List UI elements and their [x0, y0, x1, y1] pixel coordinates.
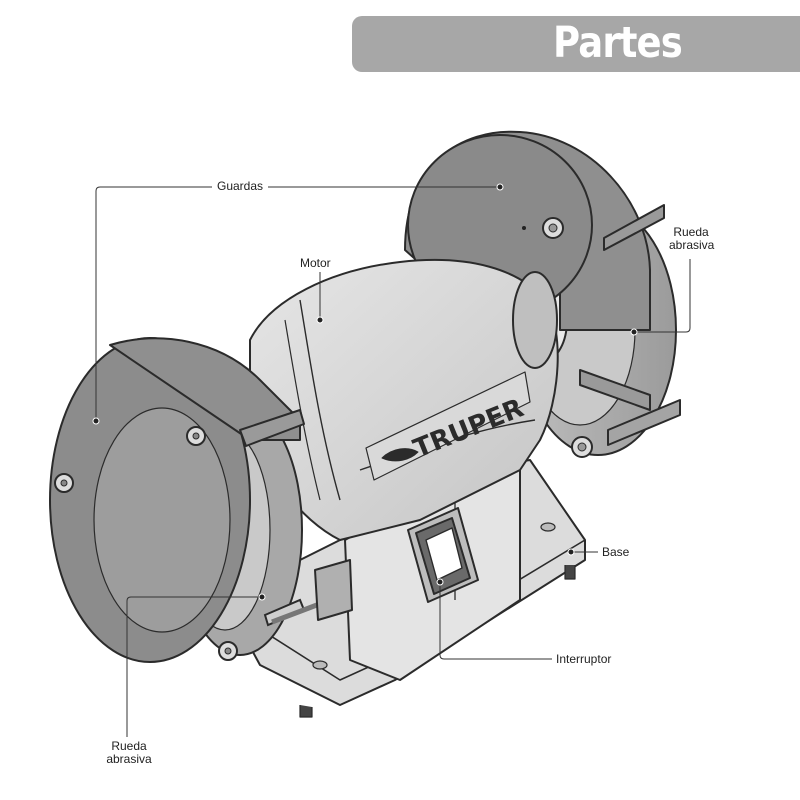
label-motor: Motor [298, 256, 333, 270]
label-base: Base [600, 545, 632, 559]
label-left-wheel-line2: abrasiva [106, 752, 152, 766]
leader-dots [92, 183, 638, 601]
label-guards: Guardas [215, 179, 266, 193]
label-left-wheel: Rueda abrasiva [104, 740, 154, 766]
motor-housing [249, 258, 559, 541]
label-right-wheel: Rueda abrasiva [667, 226, 715, 252]
label-switch: Interruptor [554, 652, 614, 666]
title-banner [352, 16, 800, 72]
label-right-wheel-line2: abrasiva [669, 238, 715, 252]
label-right-wheel-line1: Rueda [673, 225, 709, 239]
page-title: Partes [553, 18, 683, 68]
left-guard [49, 337, 353, 663]
power-switch [407, 507, 479, 603]
label-left-wheel-line1: Rueda [111, 739, 147, 753]
leader-lines [95, 186, 691, 737]
